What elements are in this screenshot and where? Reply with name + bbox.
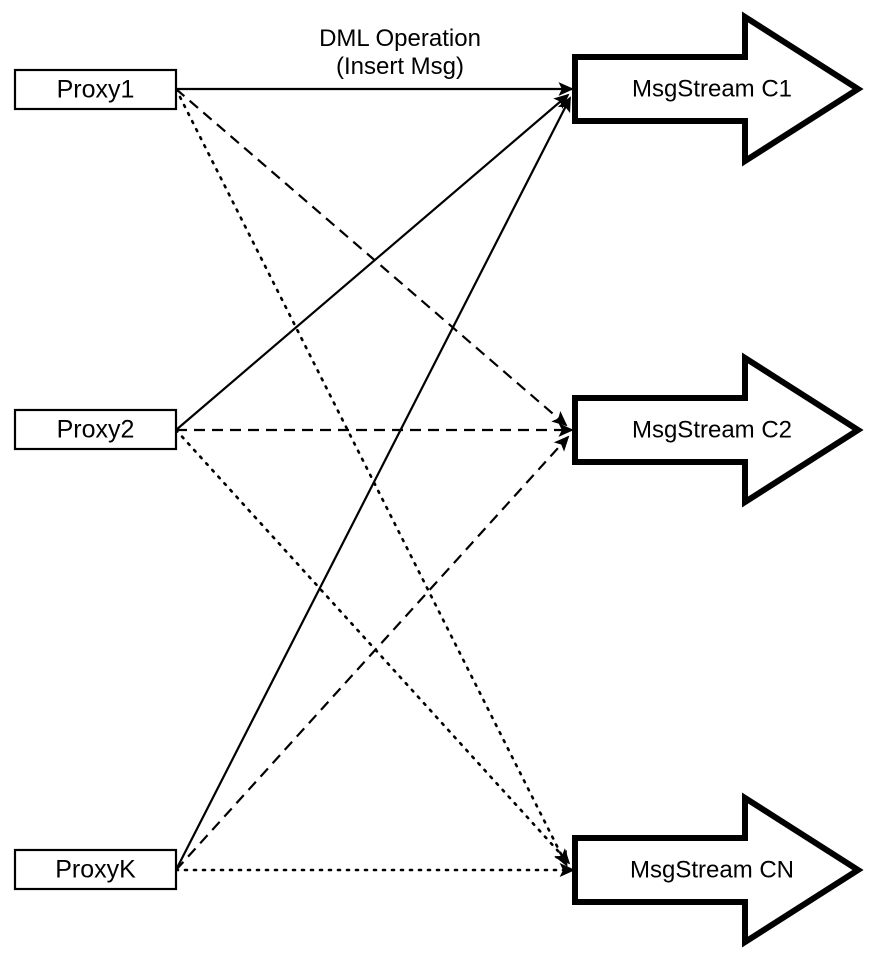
edge-proxy1-to-msgstream-cn [174, 87, 568, 867]
edge-proxyk-to-msgstream-c2 [175, 435, 570, 871]
msgstream-node-c2[interactable]: MsgStream C2 [572, 352, 864, 508]
dml-operation-line2: (Insert Msg) [336, 53, 464, 80]
msgstream-c1-label: MsgStream C1 [632, 75, 792, 102]
msgstream-c2-label: MsgStream C2 [632, 416, 792, 443]
msgstream-node-cn[interactable]: MsgStream CN [572, 792, 864, 948]
proxy-node-proxy2[interactable]: Proxy2 [13, 408, 178, 451]
proxy1-box[interactable] [13, 68, 178, 111]
proxyk-box[interactable] [13, 848, 178, 891]
msgstream-c1-arrow-shape[interactable] [572, 11, 864, 167]
proxy-node-proxy1[interactable]: Proxy1 [13, 68, 178, 111]
proxy2-label: Proxy2 [57, 416, 135, 444]
msgstream-node-c1[interactable]: MsgStream C1 [572, 11, 864, 167]
edge-layer [174, 82, 576, 878]
edge-annotation-dml-operation: DML Operation (Insert Msg) [319, 25, 481, 80]
msgstream-cn-label: MsgStream CN [630, 856, 794, 883]
msgstream-c2-arrow-shape[interactable] [572, 352, 864, 508]
edge-proxy2-to-msgstream-c1 [175, 93, 570, 431]
msgstream-cn-arrow-shape[interactable] [572, 792, 864, 948]
proxy1-label: Proxy1 [57, 76, 135, 104]
edge-proxy1-to-msgstream-c2 [175, 88, 568, 427]
proxyk-label: ProxyK [55, 856, 136, 884]
edge-proxyk-to-msgstream-c1 [175, 96, 571, 871]
edge-proxy2-to-msgstream-cn [174, 428, 571, 865]
proxy2-box[interactable] [13, 408, 178, 451]
dml-operation-line1: DML Operation [319, 25, 481, 52]
proxy-node-proxyk[interactable]: ProxyK [13, 848, 178, 891]
